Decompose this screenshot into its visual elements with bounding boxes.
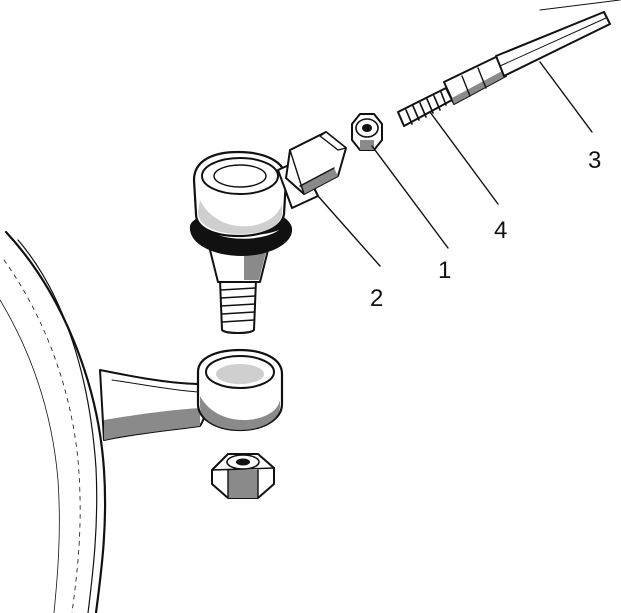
steering-arm (99, 348, 284, 441)
leader-line-4 (429, 111, 499, 205)
tie-rod (397, 0, 621, 127)
callout-1: 1 (438, 257, 451, 284)
leader-lines (317, 61, 593, 267)
callout-4: 4 (494, 217, 507, 244)
lock-nut (351, 113, 383, 151)
leader-line-2 (317, 195, 381, 267)
castle-nut-lower (211, 453, 275, 499)
leader-line-3 (539, 61, 593, 133)
tie-rod-end-ball-joint (189, 131, 347, 334)
callout-2: 2 (370, 285, 383, 312)
leader-line-1 (371, 145, 449, 249)
wheel-edge (0, 230, 107, 613)
callout-3: 3 (588, 147, 601, 174)
